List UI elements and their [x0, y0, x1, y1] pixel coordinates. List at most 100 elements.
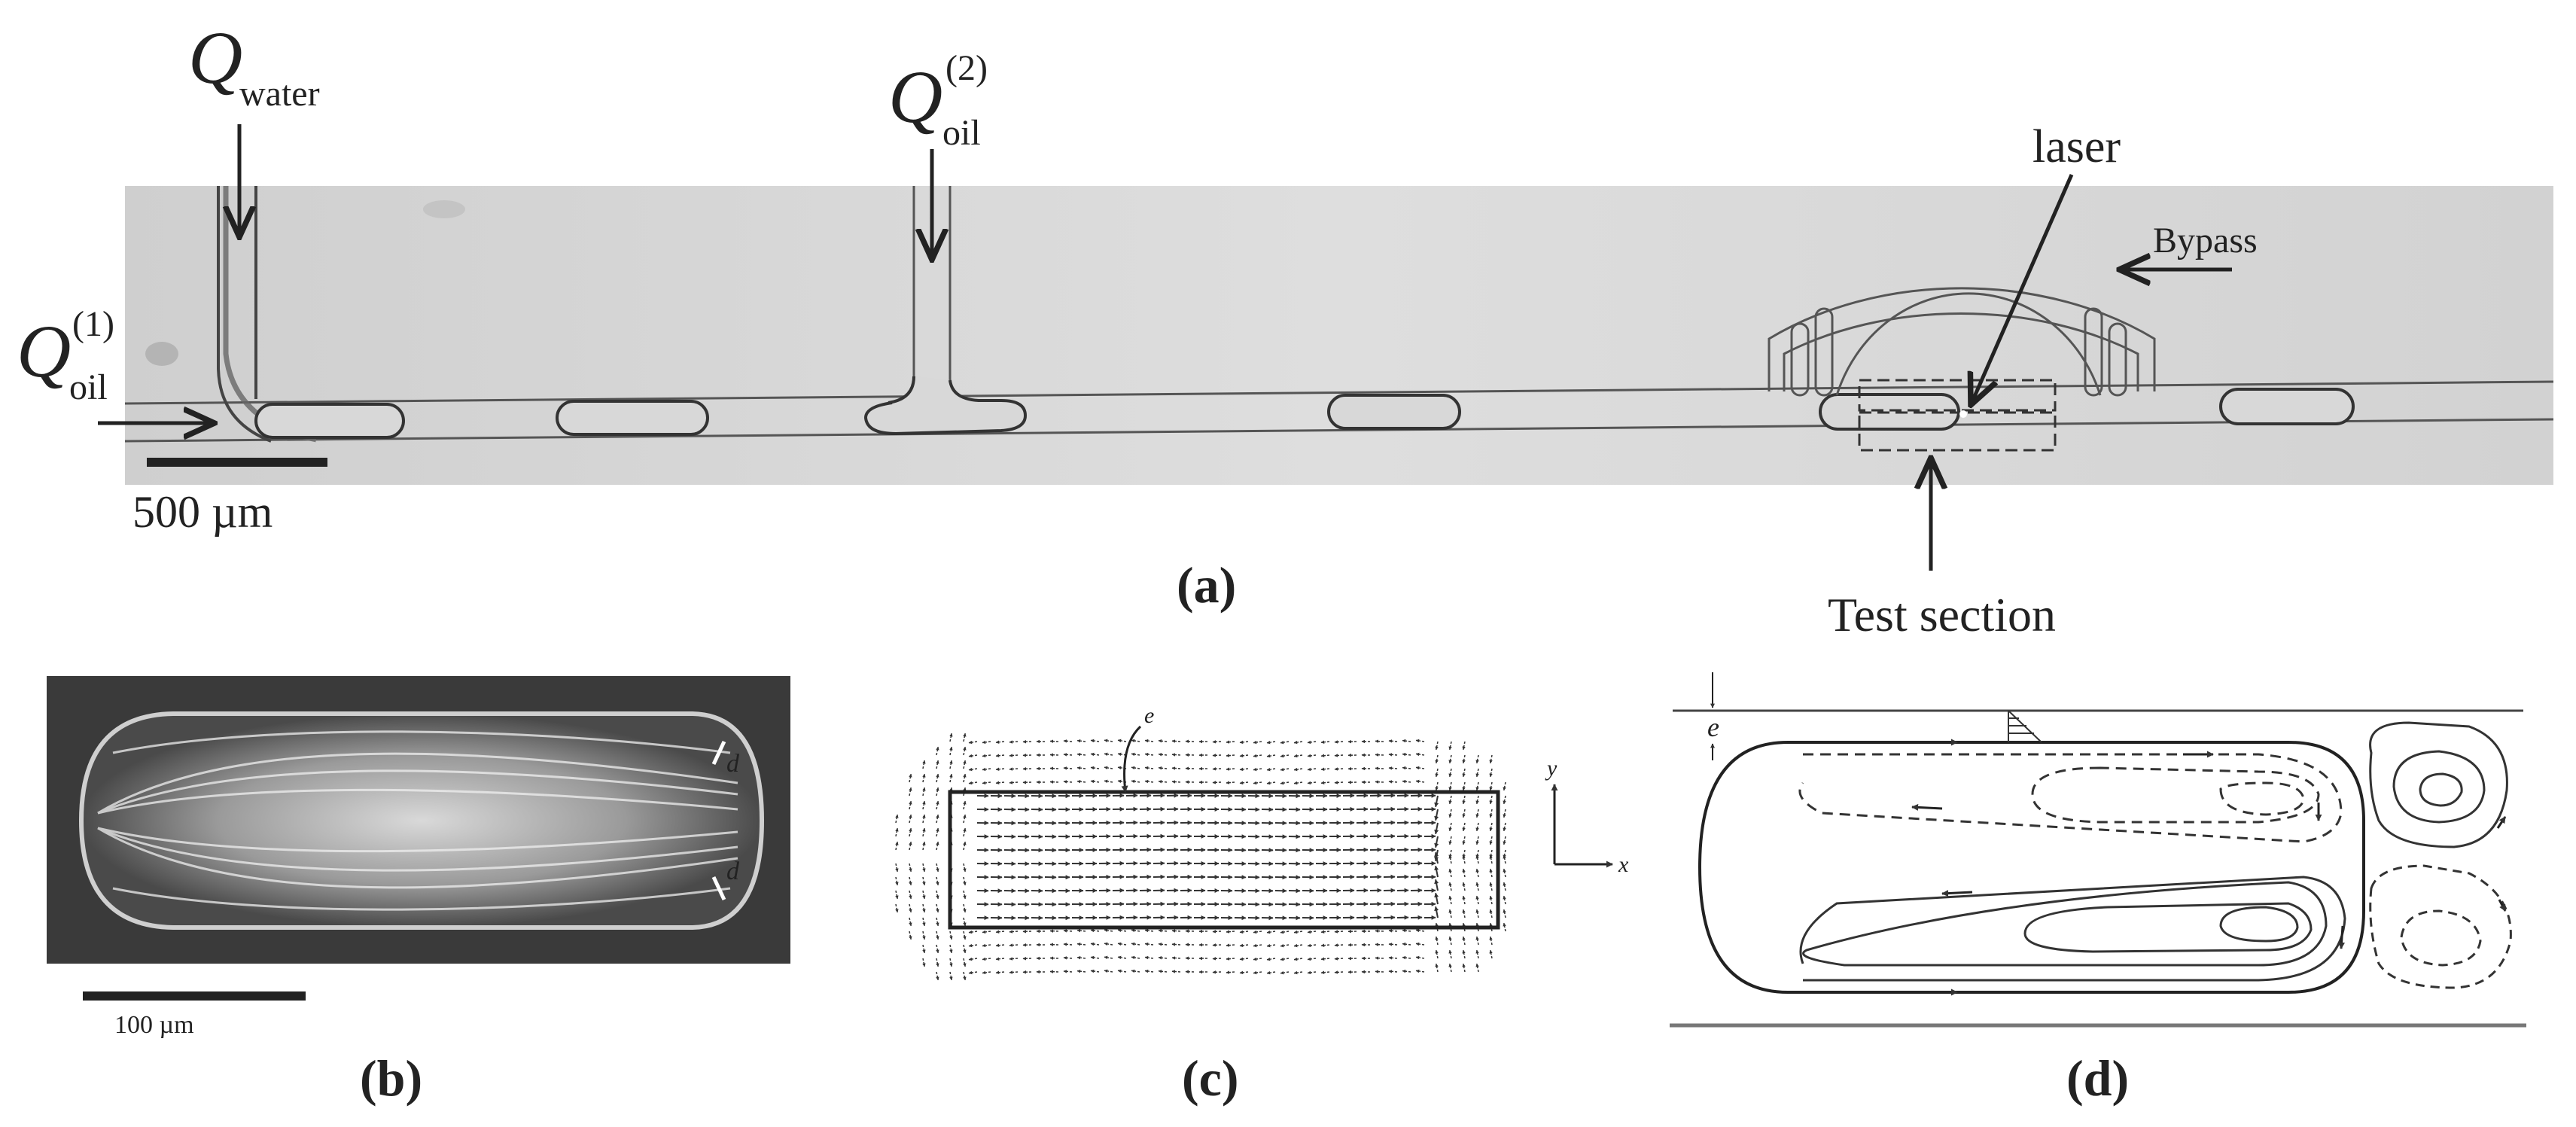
d-label-bottom: d [726, 857, 740, 885]
q-water-label: Q water [188, 16, 320, 114]
velocity-vector [1280, 767, 1290, 772]
velocity-vector [1009, 930, 1019, 934]
velocity-vector [1434, 865, 1439, 878]
velocity-vector [1009, 943, 1019, 947]
velocity-vector [1280, 754, 1290, 758]
velocity-vector [909, 787, 912, 797]
velocity-vector [1090, 969, 1100, 973]
velocity-vector [982, 970, 991, 975]
velocity-vector [909, 876, 912, 886]
velocity-vector [1334, 930, 1344, 934]
velocity-vector [1434, 822, 1439, 835]
velocity-vector [1131, 739, 1140, 743]
velocity-vector [963, 903, 967, 913]
velocity-vector [1280, 943, 1290, 948]
velocity-vector [922, 917, 926, 927]
velocity-vector [936, 971, 939, 981]
velocity-vector [1253, 767, 1262, 772]
velocity-vector [982, 754, 991, 758]
velocity-vector [1293, 767, 1303, 772]
velocity-vector [1090, 942, 1100, 946]
panel-d-label: (d) [2066, 1049, 2129, 1107]
velocity-vector [968, 943, 978, 948]
velocity-vector [1307, 930, 1317, 934]
velocity-vector [1434, 809, 1439, 821]
velocity-vector [1131, 766, 1140, 770]
q-oil2-label: Q oil (2) [888, 48, 988, 153]
velocity-vector [1475, 963, 1479, 973]
velocity-vector [1475, 854, 1479, 864]
velocity-vector [1434, 836, 1439, 848]
velocity-vector [1475, 936, 1479, 946]
velocity-vector [909, 814, 912, 824]
velocity-vector [1489, 809, 1493, 818]
velocity-vector [963, 841, 967, 851]
q-water-subscript: water [239, 74, 320, 114]
q-oil2-symbol: Q [888, 55, 942, 139]
velocity-vector [968, 957, 978, 961]
velocity-vector [936, 863, 939, 873]
velocity-vector [1475, 795, 1479, 805]
laser-label: laser [2032, 121, 2121, 172]
q-oil1-label: Q oil (1) [17, 304, 114, 407]
velocity-vector [1375, 943, 1384, 946]
velocity-vector [936, 958, 939, 967]
velocity-vector [1462, 849, 1466, 859]
velocity-vector [1144, 969, 1154, 973]
velocity-vector [1293, 781, 1303, 785]
velocity-vector [1448, 822, 1452, 832]
velocity-vector [922, 958, 926, 967]
velocity-vector [1462, 882, 1466, 891]
velocity-vector [936, 876, 939, 886]
velocity-vector [936, 903, 939, 913]
velocity-vector [1280, 970, 1290, 975]
velocity-vector [1462, 781, 1466, 791]
velocity-vector [1462, 768, 1466, 778]
velocity-vector [1171, 766, 1181, 770]
velocity-vector [1462, 936, 1466, 946]
velocity-vector [1503, 895, 1506, 905]
droplet-core-box [948, 790, 1500, 930]
bypass-fingers-right [2084, 307, 2127, 397]
velocity-vector [936, 931, 939, 940]
velocity-vector [922, 800, 926, 810]
velocity-vector [1448, 936, 1452, 946]
velocity-vector [1239, 781, 1249, 785]
velocity-vector [1448, 741, 1452, 751]
velocity-vector [1475, 822, 1479, 832]
velocity-vector [968, 781, 978, 785]
velocity-vector [922, 787, 926, 797]
velocity-vector [909, 863, 912, 873]
velocity-vector [1448, 868, 1452, 878]
velocity-vector [1435, 949, 1439, 959]
velocity-vector [1117, 969, 1127, 973]
test-section-label: Test section [1828, 588, 2056, 641]
velocity-vector [895, 863, 899, 873]
velocity-vector [1448, 849, 1452, 859]
velocity-vector [995, 781, 1005, 784]
velocity-vector [1171, 753, 1181, 757]
velocity-vector [982, 767, 991, 772]
velocity-vector [995, 957, 1005, 961]
film-pointer-c [1121, 725, 1142, 793]
velocity-vector [982, 943, 991, 948]
velocity-vector [1063, 753, 1073, 757]
velocity-vector [1475, 909, 1479, 918]
downstream-arrows [2496, 816, 2507, 912]
velocity-vector [1402, 942, 1411, 946]
panel-d: e [1670, 672, 2526, 1107]
velocity-vector [1489, 909, 1493, 918]
velocity-vector [1090, 739, 1100, 743]
velocity-vector [1435, 741, 1439, 751]
velocity-vector [1489, 781, 1493, 791]
velocity-vector [1266, 930, 1276, 934]
velocity-vector [1212, 754, 1222, 757]
velocity-vector [1076, 766, 1086, 770]
velocity-vector [909, 773, 912, 783]
velocity-vector [1448, 909, 1452, 918]
velocity-vector [1253, 970, 1262, 975]
velocity-vector [968, 970, 978, 975]
velocity-vector [1503, 909, 1506, 918]
velocity-vector [1144, 779, 1154, 784]
velocity-vector [1415, 739, 1425, 743]
